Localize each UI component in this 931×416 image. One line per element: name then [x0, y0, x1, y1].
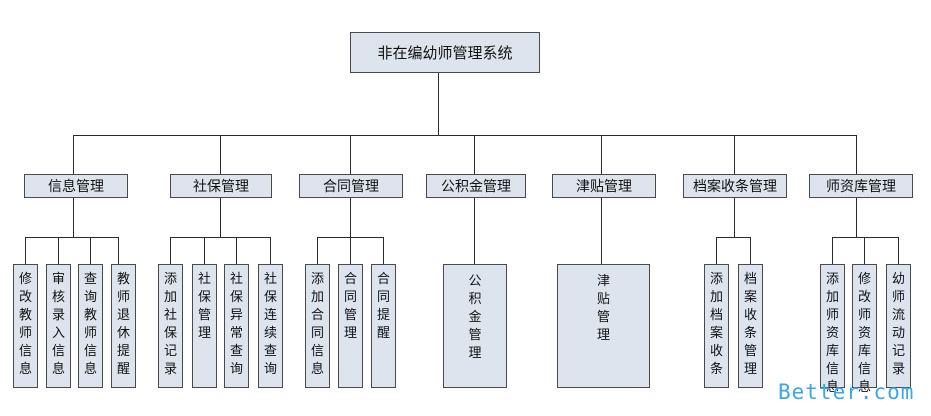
category-node-social-security: 社保管理 — [170, 174, 272, 198]
leaf-node: 修改师资库信息 — [852, 264, 877, 395]
leaf-label: 社保异常查询 — [229, 272, 243, 377]
leaf-label: 合同管理 — [343, 272, 357, 341]
category-node-housing-fund: 公积金管理 — [426, 174, 526, 198]
leaf-node: 社保连续查询 — [258, 264, 283, 388]
leaf-node: 合同提醒 — [371, 264, 396, 388]
leaf-node: 社保异常查询 — [224, 264, 249, 388]
leaf-label: 社保连续查询 — [263, 272, 277, 377]
leaf-label: 津贴管理 — [596, 274, 610, 343]
leaf-node: 添加合同信息 — [305, 264, 330, 388]
leaf-node: 查询教师信息 — [78, 264, 103, 388]
leaf-node: 教师退休提醒 — [111, 264, 136, 388]
leaf-node: 幼师流动记录 — [886, 264, 911, 388]
leaf-node: 添加档案收条 — [704, 264, 729, 388]
leaf-node: 修改教师信息 — [13, 264, 38, 388]
leaf-node: 添加社保记录 — [158, 264, 183, 388]
leaf-label: 审核录入信息 — [51, 272, 65, 377]
leaf-node: 公积金管理 — [443, 264, 507, 388]
leaf-label: 添加档案收条 — [709, 272, 723, 377]
category-node-teacher-pool: 师资库管理 — [809, 174, 913, 198]
leaf-label: 修改师资库信息 — [857, 272, 871, 395]
leaf-label: 教师退休提醒 — [116, 272, 130, 377]
root-node: 非在编幼师管理系统 — [350, 32, 540, 73]
category-node-archive-receipt: 档案收条管理 — [683, 174, 787, 198]
leaf-label: 幼师流动记录 — [891, 272, 905, 377]
leaf-label: 公积金管理 — [468, 274, 482, 361]
leaf-label: 社保管理 — [197, 272, 211, 341]
leaf-label: 添加师资库信息 — [825, 272, 839, 395]
category-node-contract: 合同管理 — [299, 174, 403, 198]
leaf-node: 审核录入信息 — [46, 264, 71, 388]
leaf-label: 添加社保记录 — [163, 272, 177, 377]
leaf-label: 查询教师信息 — [83, 272, 97, 377]
leaf-node: 档案收条管理 — [738, 264, 763, 388]
category-node-info: 信息管理 — [24, 174, 128, 198]
leaf-label: 档案收条管理 — [743, 272, 757, 377]
watermark: Better.com — [778, 380, 915, 404]
leaf-label: 修改教师信息 — [18, 272, 32, 377]
leaf-node: 添加师资库信息 — [820, 264, 845, 395]
leaf-node: 津贴管理 — [557, 264, 650, 388]
leaf-label: 添加合同信息 — [310, 272, 324, 377]
category-node-allowance: 津贴管理 — [552, 174, 656, 198]
leaf-node: 合同管理 — [338, 264, 363, 388]
leaf-label: 合同提醒 — [376, 272, 390, 341]
leaf-node: 社保管理 — [192, 264, 217, 388]
